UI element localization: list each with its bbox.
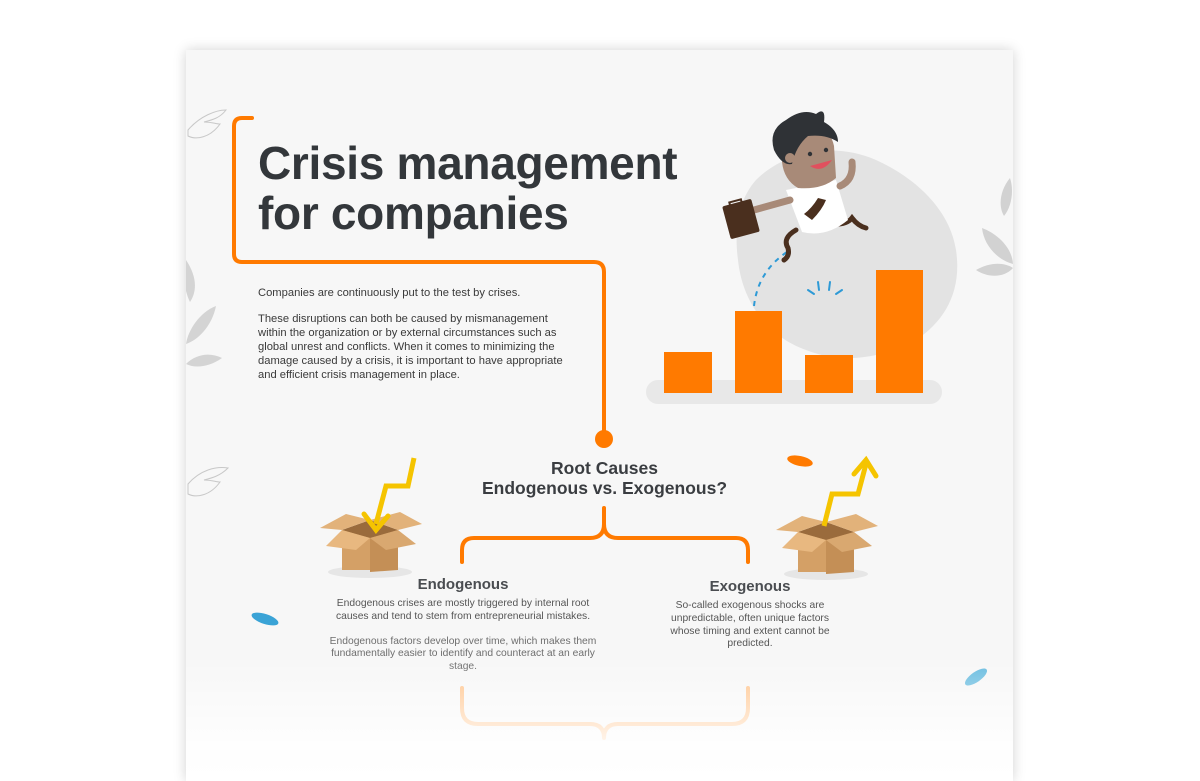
page-title: Crisis management for companies (258, 138, 738, 238)
intro-paragraph-2: These disruptions can both be caused by … (258, 313, 563, 381)
leaf-blue-icon (251, 612, 279, 626)
intro-text: Companies are continuously put to the te… (258, 286, 578, 382)
title-line-1: Crisis management (258, 137, 678, 189)
bar-2 (735, 311, 782, 393)
root-causes-heading: Root Causes Endogenous vs. Exogenous? (432, 458, 777, 498)
businessman-chart-illustration (646, 111, 958, 404)
endogenous-text-1: Endogenous crises are mostly triggered b… (335, 598, 591, 622)
leaf-gray-icon (186, 260, 222, 367)
bar-1 (664, 352, 712, 393)
exogenous-text-1: So-called exogenous shocks are unpredict… (670, 600, 830, 650)
leaf-outline-icon (187, 467, 230, 497)
bar-4 (876, 270, 923, 393)
connector-dot (595, 430, 613, 448)
root-causes-brace (460, 506, 750, 564)
title-connector-line (232, 116, 606, 434)
lower-brace (460, 686, 750, 740)
intro-paragraph-1: Companies are continuously put to the te… (258, 287, 521, 299)
leaf-outline-icon (187, 109, 228, 139)
endogenous-text-2: Endogenous factors develop over time, wh… (329, 635, 597, 673)
endogenous-heading: Endogenous (417, 576, 509, 593)
exogenous-heading: Exogenous (709, 578, 791, 595)
title-line-2: for companies (258, 187, 569, 239)
exogenous-section: Exogenous So-called exogenous shocks are… (666, 578, 834, 651)
bar-3 (805, 355, 853, 393)
infographic-card: Crisis management for companies Companie… (186, 50, 1013, 781)
root-causes-line-1: Root Causes (551, 458, 658, 478)
box-arrow-in-icon (320, 457, 422, 578)
leaf-orange-icon (787, 455, 813, 467)
leaf-blue-icon (964, 668, 988, 686)
root-causes-line-2: Endogenous vs. Exogenous? (481, 478, 728, 498)
box-arrow-out-icon (776, 455, 879, 580)
decoration-layer (186, 109, 1013, 740)
endogenous-section: Endogenous Endogenous crises are mostly … (320, 576, 606, 674)
leaf-gray-icon (976, 178, 1013, 276)
